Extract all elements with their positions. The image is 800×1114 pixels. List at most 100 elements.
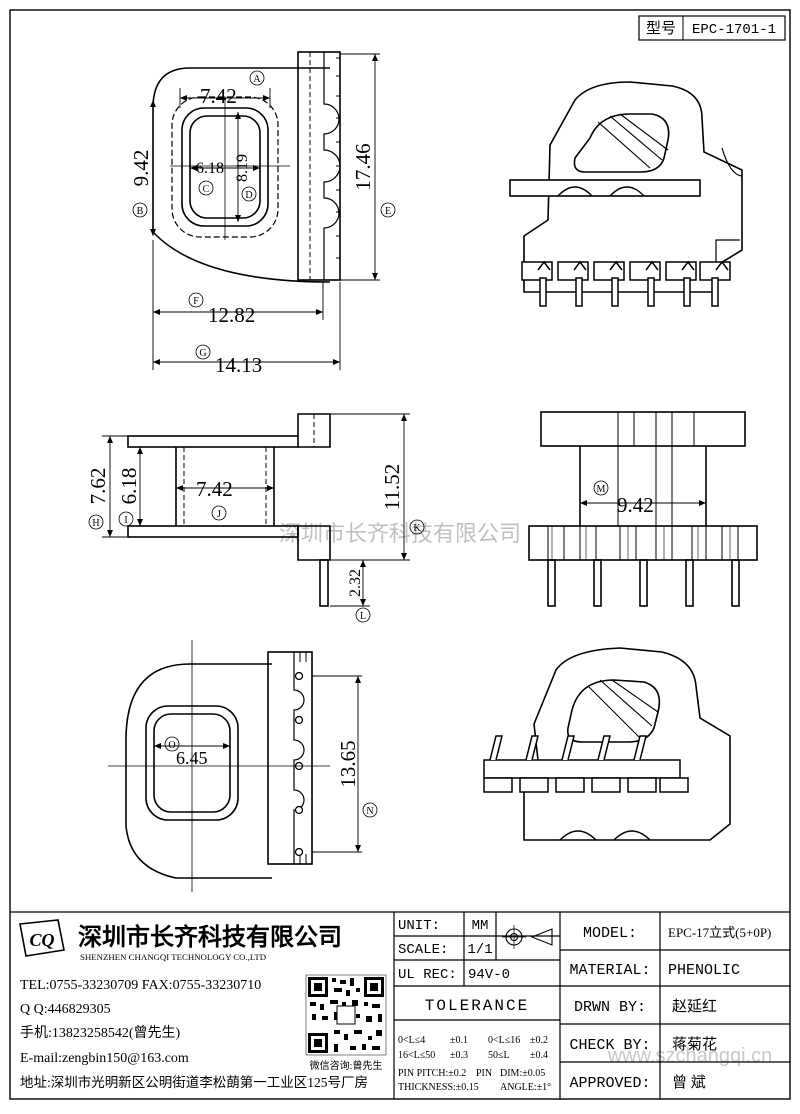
side-view-markers: H I J K L (88, 505, 425, 623)
marker-j: J (217, 509, 221, 520)
dim-a-text: 7.42 (200, 84, 237, 108)
drawn-by-value: 赵延红 (672, 998, 717, 1015)
tol-r1b: ±0.1 (450, 1035, 468, 1046)
side-view-dimensions (102, 413, 410, 607)
dim-i-text: 6.18 (117, 468, 141, 505)
marker-k: K (413, 523, 421, 534)
bottom-view-dimensions (154, 675, 362, 853)
dim-j-text: 7.42 (196, 477, 233, 501)
check-by-value: 蒋菊花 (672, 1036, 717, 1053)
sheet-border (9, 9, 791, 1100)
approved-label: APPROVED: (569, 1075, 650, 1092)
side-view-labels: 7.62 6.18 7.42 11.52 2.32 (86, 464, 404, 597)
part-number-value: EPC-1701-1 (692, 22, 776, 38)
contact-qq: Q Q:446829305 (20, 1002, 111, 1017)
dim-m-text: 9.42 (617, 493, 654, 517)
company-logo: CQ (19, 919, 65, 957)
tolerance-table: 0<L≤4 ±0.1 0<L≤16 ±0.2 16<L≤50 ±0.3 50≤L… (398, 1035, 551, 1093)
company-name: 深圳市长齐科技有限公司 (78, 923, 342, 951)
bottom-view-markers: O N (164, 736, 378, 818)
dim-h-text: 7.62 (86, 468, 110, 505)
side-view (127, 413, 331, 607)
tol-r2a: 16<L≤50 (398, 1050, 435, 1061)
unit-value: MM (472, 918, 489, 934)
projection-symbol (502, 925, 553, 949)
marker-d: D (245, 190, 252, 201)
material-value: PHENOLIC (668, 962, 740, 979)
dim-c-text: 6.18 (196, 160, 224, 177)
marker-o: O (168, 740, 175, 751)
marker-l: L (360, 611, 366, 622)
qr-caption: 微信咨询:曾先生 (310, 1059, 383, 1072)
tol-r4a: THICKNESS:±0.15 (398, 1082, 479, 1093)
watermark-company: 深圳市长齐科技有限公司 (279, 521, 521, 546)
front-view-markers: M (593, 480, 609, 496)
model-label: MODEL: (583, 925, 637, 942)
tol-r1a: 0<L≤4 (398, 1035, 425, 1046)
bottom-view-pins (294, 671, 304, 857)
scale-value: 1/1 (467, 942, 492, 958)
scale-label: SCALE: (398, 942, 448, 958)
dim-g-text: 14.13 (215, 353, 262, 377)
wechat-qr-code (305, 974, 387, 1056)
marker-c: C (203, 184, 210, 195)
model-value: EPC-17立式(5+0P) (668, 925, 771, 940)
material-label: MATERIAL: (569, 962, 650, 979)
contact-email: E-mail:zengbin150@163.com (20, 1051, 189, 1066)
contact-address: 地址:深圳市光明新区公明街道李松蓢第一工业区125号厂房 (20, 1074, 368, 1090)
tol-r4b: ANGLE:±1° (500, 1082, 551, 1093)
dim-f-text: 12.82 (208, 303, 255, 327)
marker-h: H (92, 518, 99, 529)
approved-value: 曾 斌 (672, 1074, 706, 1091)
tol-r2c: 50≤L (488, 1050, 510, 1061)
dim-d-text: 8.19 (234, 154, 251, 182)
tol-r2d: ±0.4 (530, 1050, 548, 1061)
company-name-en: SHENZHEN CHANGQI TECHNOLOGY CO.,LTD (80, 952, 266, 962)
contact-mobile: 手机:13823258542(曾先生) (20, 1025, 181, 1041)
logo-text: CQ (29, 930, 54, 950)
bottom-view-centerlines (108, 640, 330, 892)
marker-g: G (199, 348, 206, 359)
tolerance-title: TOLERANCE (425, 997, 529, 1015)
contact-tel: TEL:0755-33230709 FAX:0755-33230710 (20, 978, 261, 993)
tol-r3a: PIN PITCH:±0.2 (398, 1068, 466, 1079)
marker-f: F (193, 296, 199, 307)
tol-r2b: ±0.3 (450, 1050, 468, 1061)
isometric-top-pins (521, 260, 731, 307)
drawn-by-label: DRWN BY: (574, 999, 646, 1016)
marker-i: I (124, 515, 127, 526)
top-view-dimensions (150, 53, 380, 370)
bottom-view-labels: 6.45 13.65 (176, 740, 360, 787)
ulrec-value: 94V-0 (468, 967, 510, 983)
part-number-box: 型号 EPC-1701-1 (638, 15, 786, 41)
dim-e-text: 17.46 (351, 143, 375, 190)
ulrec-label: UL REC: (398, 967, 457, 983)
isometric-bottom-pins (483, 735, 689, 793)
tol-r3c: DIM:±0.05 (500, 1068, 545, 1079)
top-view-labels: 7.42 6.18 8.19 9.42 17.46 12.82 14.13 (129, 84, 375, 377)
marker-a: A (253, 74, 261, 85)
tol-r1c: 0<L≤16 (488, 1035, 520, 1046)
dim-l-text: 2.32 (347, 569, 364, 597)
marker-b: B (137, 206, 144, 217)
title-block-grid (10, 911, 790, 1099)
dim-k-text: 11.52 (380, 464, 404, 510)
tol-r3b: PIN (476, 1068, 492, 1079)
front-view (528, 411, 758, 607)
marker-m: M (597, 484, 606, 495)
dim-o-text: 6.45 (176, 748, 208, 768)
isometric-view-top (509, 81, 743, 293)
part-number-label: 型号 (646, 20, 676, 37)
dim-n-text: 13.65 (336, 740, 360, 787)
unit-label: UNIT: (398, 918, 440, 934)
marker-n: N (366, 806, 373, 817)
tol-r1d: ±0.2 (530, 1035, 548, 1046)
bottom-view (125, 651, 313, 879)
spec-block: UNIT: MM SCALE: 1/1 UL REC: 94V-0 TOLERA… (398, 918, 529, 1015)
top-view-markers: A C D B E F G (132, 70, 396, 360)
check-by-label: CHECK BY: (569, 1037, 650, 1054)
marker-e: E (385, 206, 391, 217)
approval-block: MODEL: EPC-17立式(5+0P) MATERIAL: PHENOLIC… (569, 925, 771, 1092)
